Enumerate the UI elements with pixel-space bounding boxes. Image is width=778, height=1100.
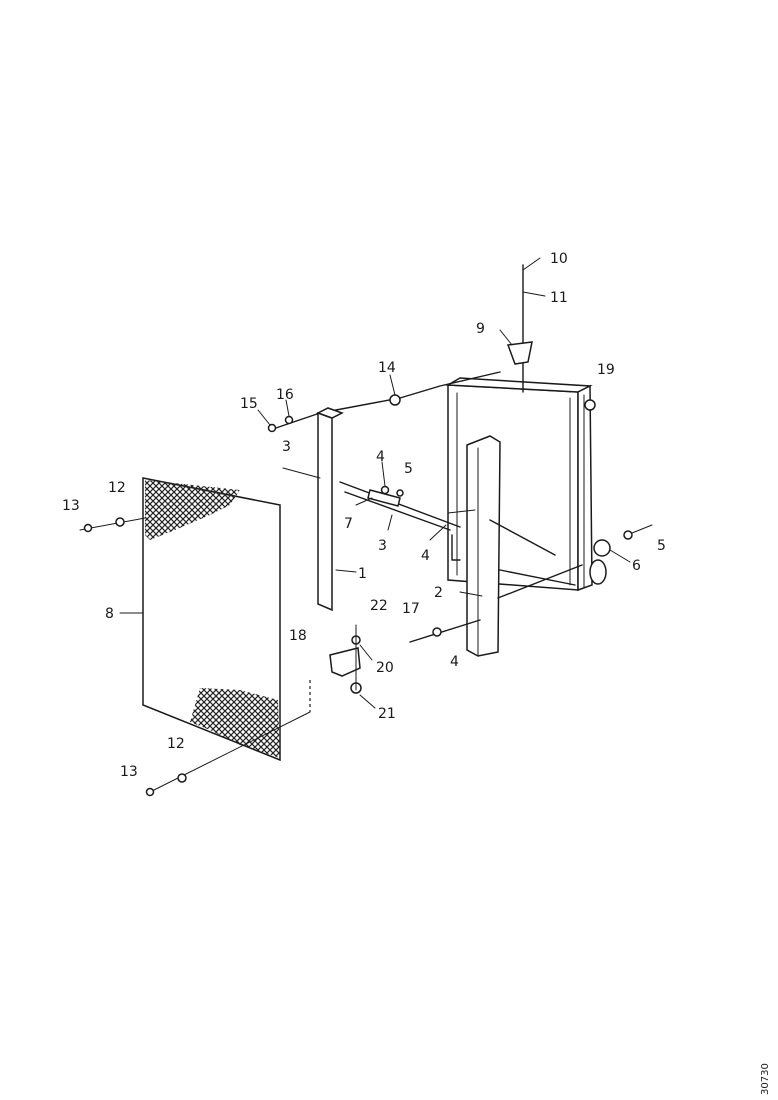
callout-3a: 3 [282,439,291,455]
callout-18: 18 [289,628,307,644]
washer-15 [267,423,277,433]
callout-9: 9 [476,321,485,337]
callout-15: 15 [240,396,258,412]
callout-22: 22 [370,598,388,614]
callout-5b: 5 [657,538,666,554]
screw-13-lower [147,711,311,794]
callout-8: 8 [105,606,114,622]
callout-12b: 12 [167,736,185,752]
callout-1: 1 [358,566,367,582]
callout-13a: 13 [62,498,80,514]
callout-4a: 4 [376,449,385,465]
callout-2: 2 [434,585,443,601]
bracket-18 [329,647,361,677]
bolt-14 [389,394,401,406]
callout-3b: 3 [378,538,387,554]
nut-16 [284,415,294,425]
callout-14: 14 [378,360,396,376]
bolt-17 [409,619,481,643]
bolt-5-right [623,530,633,540]
mesh-screen-8 [119,477,281,762]
callout-21: 21 [378,706,396,722]
brace-assembly [339,461,461,541]
callout-4b: 4 [421,548,430,564]
callout-7: 7 [344,516,353,532]
callout-6: 6 [632,558,641,574]
callout-5a: 5 [404,461,413,477]
side-baffle-1 [316,407,357,612]
callout-19: 19 [597,362,615,378]
callout-4c: 4 [450,654,459,670]
callout-10: 10 [550,251,568,267]
callout-11: 11 [550,290,568,306]
callout-17: 17 [402,601,420,617]
lower-tie-rod [497,564,583,599]
lower-brace [489,519,556,556]
reference-code: 30730 [760,1063,771,1095]
callout-20: 20 [376,660,394,676]
side-baffle-2 [459,435,501,657]
bracket-9 [499,329,533,365]
callout-12a: 12 [108,480,126,496]
callout-16: 16 [276,387,294,403]
callout-13b: 13 [120,764,138,780]
